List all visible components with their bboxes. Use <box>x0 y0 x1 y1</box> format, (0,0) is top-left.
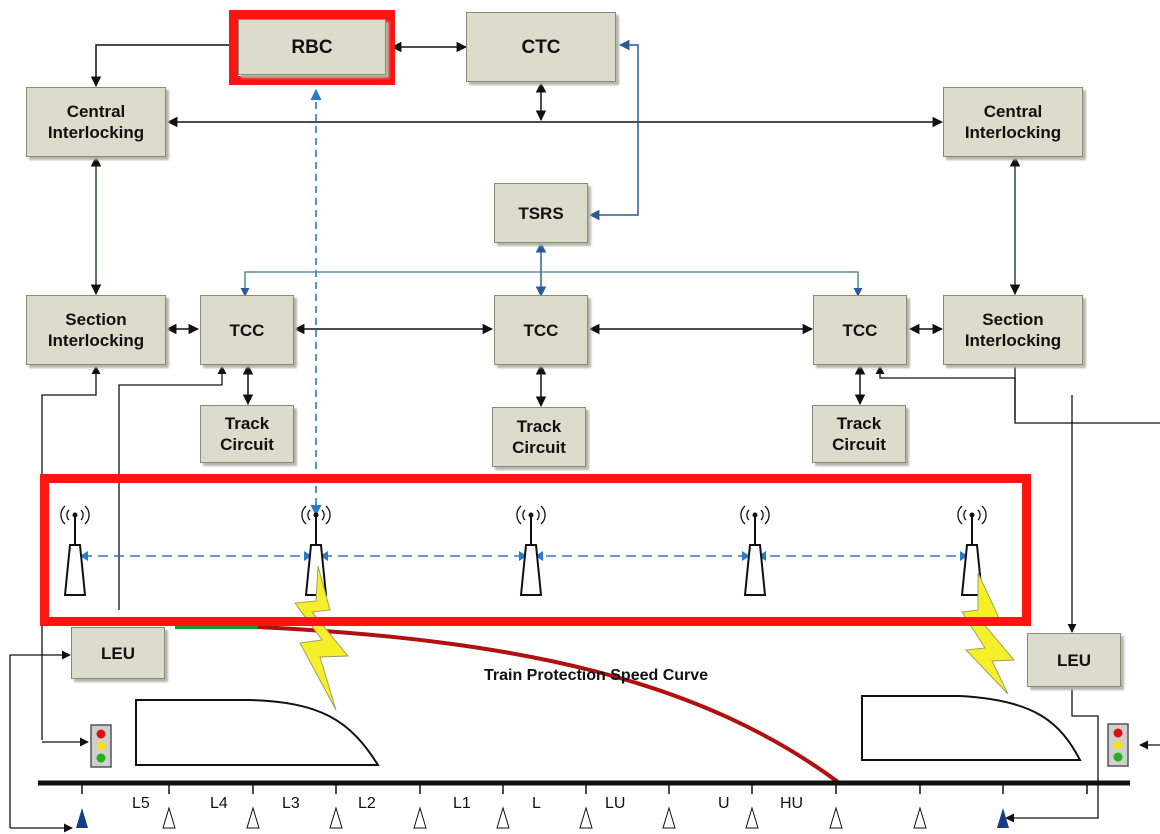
block-label: U <box>718 795 730 812</box>
central-interlocking-right: Central Interlocking <box>943 87 1083 157</box>
rbc-highlight <box>229 10 395 85</box>
track-circuit-left: Track Circuit <box>200 405 294 463</box>
section-interlocking-left: Section Interlocking <box>26 295 166 365</box>
balise-right-wire <box>1005 688 1099 823</box>
tcc-left-wire <box>118 365 227 610</box>
track-circuit-mid: Track Circuit <box>492 407 586 467</box>
block-label: L3 <box>282 795 300 812</box>
section-interlocking-right: Section Interlocking <box>943 295 1083 365</box>
track-ticks <box>81 783 1088 794</box>
rbc-central-left-link <box>90 44 232 88</box>
leu-left-wire <box>9 650 71 828</box>
train-icon <box>135 699 380 766</box>
block-label: L2 <box>358 795 376 812</box>
block-label: HU <box>780 795 804 812</box>
antenna-icon <box>740 505 770 596</box>
block-label: L5 <box>132 795 150 812</box>
speed-curve-label: Train Protection Speed Curve <box>484 667 709 684</box>
lightning-icon <box>294 565 350 711</box>
tcc-left: TCC <box>200 295 294 365</box>
signal-light-icon <box>1107 723 1129 767</box>
tsrs-box: TSRS <box>494 183 588 243</box>
signal-light-icon <box>90 724 112 768</box>
central-interlocking-left: Central Interlocking <box>26 87 166 157</box>
antenna-icon <box>516 505 546 596</box>
block-label: L <box>532 795 541 812</box>
tcc-right: TCC <box>813 295 907 365</box>
block-label: L4 <box>210 795 228 812</box>
leu-left: LEU <box>71 627 165 679</box>
leu-right: LEU <box>1027 633 1121 687</box>
block-label: LU <box>605 795 626 812</box>
tsrs-bus <box>240 271 863 297</box>
balise-icon <box>76 806 1009 829</box>
tcc-mid: TCC <box>494 295 588 365</box>
rbc-box: RBC <box>238 19 386 75</box>
speed-curve <box>257 625 840 784</box>
ctc-tsrs-link <box>588 39 639 221</box>
section-right-wire <box>1014 366 1160 424</box>
antenna-icon <box>60 505 90 596</box>
gsmr-chain-arrows <box>80 551 968 561</box>
gsmr-highlight <box>40 474 1031 626</box>
track-circuit-right: Track Circuit <box>812 405 906 463</box>
train-icon <box>861 695 1082 761</box>
antenna-icon <box>957 505 987 596</box>
block-label: L1 <box>453 795 471 812</box>
ctc-box: CTC <box>466 12 616 82</box>
